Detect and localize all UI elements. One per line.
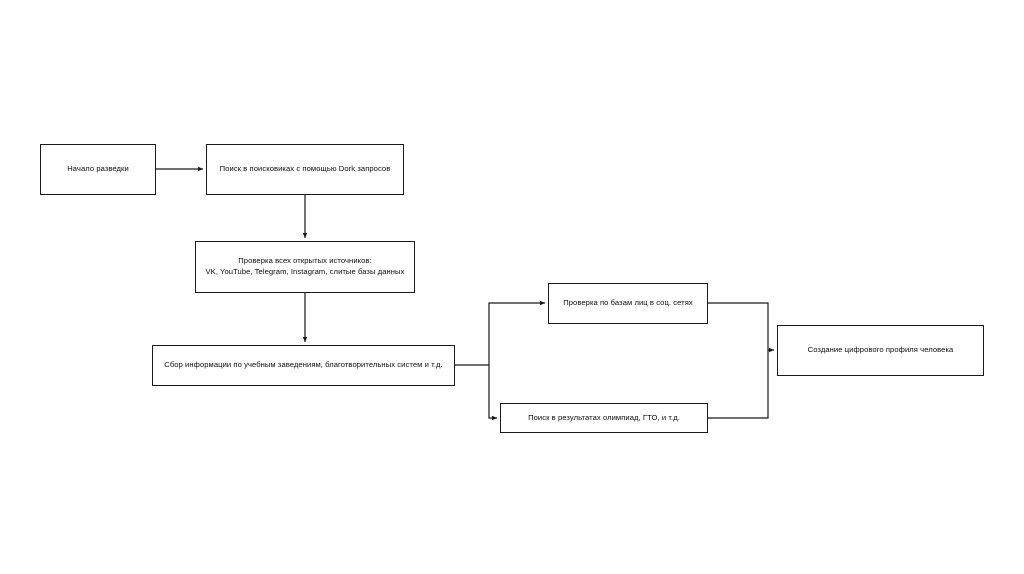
node-face-databases-label: Проверка по базам лиц в соц. сетях bbox=[563, 298, 693, 308]
node-open-sources[interactable]: Проверка всех открытых источников: VK, Y… bbox=[195, 241, 415, 293]
node-digital-profile[interactable]: Создание цифрового профиля человека bbox=[777, 325, 984, 376]
node-dork-search-label: Поиск в поисковиках с помощью Dork запро… bbox=[219, 164, 391, 174]
node-olympiads-label: Поиск в результатах олимпиад, ГТО, и т.д… bbox=[528, 412, 680, 422]
node-olympiads[interactable]: Поиск в результатах олимпиад, ГТО, и т.д… bbox=[500, 403, 708, 433]
node-open-sources-label: Проверка всех открытых источников: VK, Y… bbox=[205, 256, 405, 276]
node-collect-info-label: Сбор информации по учебным заведениям, б… bbox=[164, 360, 443, 370]
node-collect-info[interactable]: Сбор информации по учебным заведениям, б… bbox=[152, 345, 455, 386]
node-start[interactable]: Начало разведки bbox=[40, 144, 156, 195]
edge-face-databases-to-profile bbox=[708, 302, 775, 353]
edge-collect-to-face-databases bbox=[455, 300, 546, 366]
edge-olympiads-to-profile bbox=[708, 350, 769, 419]
node-start-label: Начало разведки bbox=[67, 164, 129, 174]
node-dork-search[interactable]: Поиск в поисковиках с помощью Dork запро… bbox=[206, 144, 404, 195]
edge-collect-to-olympiads bbox=[488, 365, 498, 421]
node-digital-profile-label: Создание цифрового профиля человека bbox=[807, 345, 954, 355]
node-face-databases[interactable]: Проверка по базам лиц в соц. сетях bbox=[548, 283, 708, 324]
